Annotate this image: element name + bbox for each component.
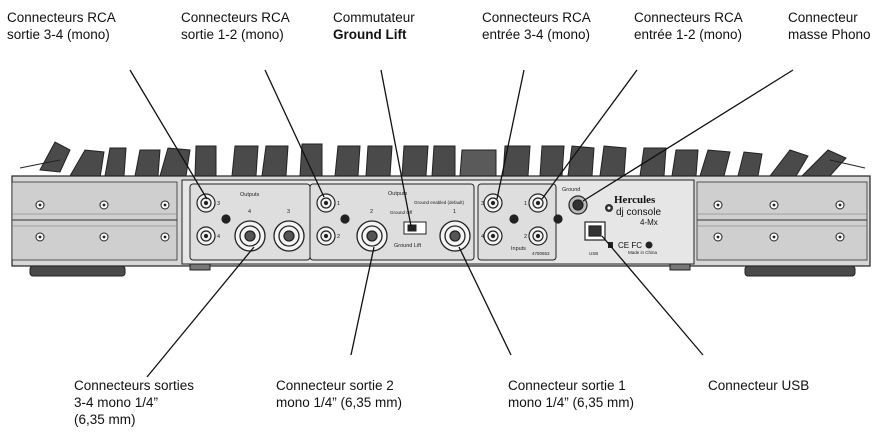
usb-label: USB — [589, 251, 598, 256]
made-in-label: Made in China — [628, 250, 658, 255]
usb-port — [584, 221, 606, 241]
label-ground-lift-switch: Commutateur Ground Lift — [333, 9, 415, 43]
cert-marks: CE FC — [618, 241, 642, 250]
label-jack-output-3-4: Connecteurs sorties 3-4 mono 1/4” (6,35 … — [74, 377, 194, 428]
jack-outputs — [234, 220, 471, 252]
leader-jack-out-1 — [458, 246, 512, 356]
dj-console-logo — [605, 204, 613, 212]
brand-logo: Hercules — [614, 194, 656, 206]
ground-label: Ground — [562, 187, 580, 193]
jack-num-4: 4 — [248, 209, 251, 215]
rca-num-out-2: 2 — [337, 234, 340, 240]
rca-output-1-2 — [316, 193, 350, 246]
leader-rca-out-12 — [264, 69, 325, 198]
rca-output-3-4 — [196, 193, 231, 246]
jack-num-1: 1 — [453, 209, 456, 215]
ground-off-label: Ground Off — [390, 210, 413, 215]
label-phono-ground: Connecteur masse Phono — [788, 9, 871, 43]
label-rca-input-1-2: Connecteurs RCA entrée 1-2 (mono) — [634, 9, 743, 43]
label-line: Connecteur USB — [708, 378, 810, 393]
label-line: Commutateur — [333, 10, 415, 25]
leader-usb — [601, 235, 704, 356]
rca-num-in-4: 4 — [481, 234, 484, 240]
product-model: 4-Mx — [640, 218, 658, 227]
ground-enabled-label: Ground enabled (default) — [414, 200, 465, 205]
label-line: Connecteurs RCA — [634, 10, 743, 25]
outputs-label-left: Outputs — [240, 192, 260, 198]
leader-rca-in-34 — [496, 69, 525, 200]
label-line: Connecteur — [788, 10, 858, 25]
inputs-label: Inputs — [511, 246, 526, 252]
label-line: Connecteurs sorties — [74, 378, 195, 393]
leader-rca-out-34 — [129, 69, 208, 200]
label-line: mono 1/4” (6,35 mm) — [276, 395, 403, 410]
leader-phono-ground — [582, 69, 794, 202]
label-line: Connecteurs RCA — [482, 10, 591, 25]
feet — [29, 263, 856, 277]
label-line: Connecteur sortie 2 — [276, 378, 394, 393]
label-rca-input-3-4: Connecteurs RCA entrée 3-4 (mono) — [482, 9, 591, 43]
jack-num-2: 2 — [370, 209, 373, 215]
phono-ground-screw — [568, 195, 588, 215]
label-line: masse Phono — [788, 27, 871, 42]
leader-ground-lift — [380, 69, 412, 227]
top-knobs — [39, 141, 847, 179]
ground-lift-switch — [403, 221, 427, 235]
serial-number: 4780653 — [532, 251, 550, 256]
cert-icons — [608, 241, 653, 249]
label-line: (6,35 mm) — [74, 412, 136, 427]
device-body — [11, 175, 871, 267]
outputs-label-right: Outputs — [388, 191, 408, 197]
callout-lines — [129, 69, 794, 378]
leader-rca-in-12 — [541, 69, 638, 200]
label-line: Connecteurs RCA — [7, 10, 116, 25]
label-line: 3-4 mono 1/4” — [74, 395, 159, 410]
leader-jack-out-2 — [350, 246, 375, 356]
rca-num-in-3: 3 — [481, 201, 484, 207]
product-name: dj console — [616, 207, 661, 218]
label-usb: Connecteur USB — [708, 377, 809, 394]
label-line: sortie 3-4 (mono) — [7, 27, 110, 42]
rca-num-out-4: 4 — [217, 234, 220, 240]
label-jack-output-2: Connecteur sortie 2 mono 1/4” (6,35 mm) — [276, 377, 402, 411]
label-line: sortie 1-2 (mono) — [181, 27, 284, 42]
rca-num-out-1: 1 — [337, 201, 340, 207]
jack-num-3: 3 — [287, 209, 290, 215]
label-line-bold: Ground Lift — [333, 27, 407, 42]
label-jack-output-1: Connecteur sortie 1 mono 1/4” (6,35 mm) — [508, 377, 634, 411]
label-rca-output-3-4: Connecteurs RCA sortie 3-4 (mono) — [7, 9, 116, 43]
leader-jack-out-34 — [146, 246, 255, 378]
rca-inputs — [483, 193, 563, 246]
label-line: mono 1/4” (6,35 mm) — [508, 395, 635, 410]
label-line: Connecteur sortie 1 — [508, 378, 626, 393]
rca-num-in-2: 2 — [524, 234, 527, 240]
label-line: Connecteurs RCA — [181, 10, 290, 25]
rca-num-out-3: 3 — [217, 201, 220, 207]
rca-num-in-1: 1 — [524, 201, 527, 207]
label-line: entrée 1-2 (mono) — [634, 27, 743, 42]
ground-lift-label: Ground Lift — [394, 243, 422, 249]
label-rca-output-1-2: Connecteurs RCA sortie 1-2 (mono) — [181, 9, 290, 43]
label-line: entrée 3-4 (mono) — [482, 27, 591, 42]
